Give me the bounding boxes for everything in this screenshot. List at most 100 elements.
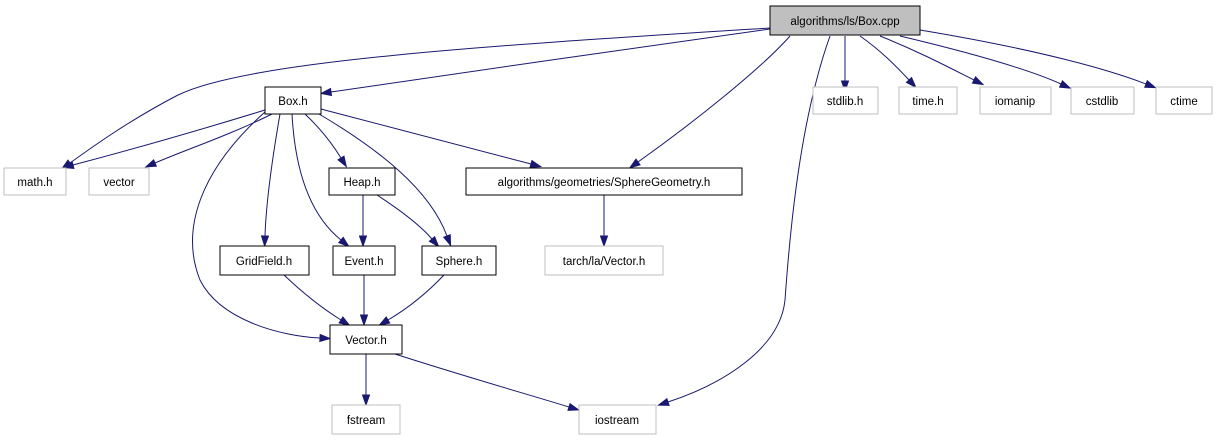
node-cstdlib[interactable]: cstdlib xyxy=(1070,86,1135,115)
edge-box-cpp-to-iomanip xyxy=(879,35,985,86)
edge-arrowhead xyxy=(378,316,391,326)
edge-arrowhead xyxy=(567,402,581,411)
edge-sphere-geometry-h-to-tarch-vector-h xyxy=(599,195,609,248)
edge-event-h-to-vector-h xyxy=(359,275,369,327)
node-stdlib-h-label: stdlib.h xyxy=(827,96,863,108)
edge-box-h-to-heap-h xyxy=(304,113,348,168)
node-fstream-label: fstream xyxy=(347,415,385,427)
edge-box-cpp-to-stdlib-h xyxy=(840,36,850,93)
node-box-cpp[interactable]: algorithms/ls/Box.cpp xyxy=(769,5,921,36)
node-sphere-geometry-h-label: algorithms/geometries/SphereGeometry.h xyxy=(498,177,711,189)
node-sphere-h[interactable]: Sphere.h xyxy=(421,245,497,276)
edge-arrowhead xyxy=(529,159,543,168)
edge-box-h-to-sphere-geometry-h xyxy=(320,108,543,168)
edge-line xyxy=(283,274,342,321)
edge-box-h-to-sphere-h xyxy=(318,113,452,247)
node-tarch-la-vector-h-label: tarch/la/Vector.h xyxy=(563,256,645,268)
edge-box-h-to-math-h xyxy=(61,109,266,169)
edge-line xyxy=(304,113,342,159)
edge-arrowhead xyxy=(359,314,369,327)
node-vector-label: vector xyxy=(103,177,134,189)
edge-vector-h-to-iostream xyxy=(394,353,581,411)
edge-box-cpp-to-ctime xyxy=(919,29,1157,89)
edge-line xyxy=(879,35,975,81)
edge-arrowhead xyxy=(442,234,452,247)
edge-line xyxy=(291,113,342,241)
edge-box-h-to-event-h xyxy=(291,113,350,248)
edge-line xyxy=(667,35,831,403)
node-box-h[interactable]: Box.h xyxy=(264,86,322,115)
node-iostream-label: iostream xyxy=(595,415,639,427)
node-vector-h-label: Vector.h xyxy=(345,335,387,347)
node-cstdlib-label: cstdlib xyxy=(1086,96,1119,108)
edge-arrowhead xyxy=(599,235,609,248)
edge-arrowhead xyxy=(1144,79,1157,89)
node-box-cpp-label: algorithms/ls/Box.cpp xyxy=(790,16,899,28)
edge-arrowhead xyxy=(358,235,368,248)
node-vector[interactable]: vector xyxy=(88,167,150,196)
nodes-layer: algorithms/ls/Box.cpp Box.h math.h vecto… xyxy=(3,5,1213,435)
node-event-h-label: Event.h xyxy=(345,256,384,268)
node-time-h[interactable]: time.h xyxy=(898,86,958,115)
node-iostream[interactable]: iostream xyxy=(578,404,657,435)
edge-line xyxy=(318,113,448,237)
edge-arrowhead xyxy=(337,155,348,168)
edge-arrowhead xyxy=(260,235,270,248)
edge-arrowhead xyxy=(840,80,850,93)
edge-line xyxy=(387,274,445,321)
node-tarch-la-vector-h[interactable]: tarch/la/Vector.h xyxy=(544,245,664,276)
edge-arrowhead xyxy=(144,158,158,168)
edge-line xyxy=(376,194,433,240)
node-stdlib-h[interactable]: stdlib.h xyxy=(812,86,879,115)
node-heap-h-label: Heap.h xyxy=(343,177,380,189)
edge-arrowhead xyxy=(428,235,440,248)
edge-line xyxy=(69,27,771,164)
edge-arrowhead xyxy=(319,333,332,343)
edge-box-h-to-vector xyxy=(144,113,273,168)
node-iomanip-label: iomanip xyxy=(995,96,1035,108)
edge-box-cpp-to-box-h xyxy=(319,28,771,97)
edge-arrowhead xyxy=(1058,79,1072,89)
node-ctime-label: ctime xyxy=(1170,96,1197,108)
edge-line xyxy=(264,113,281,237)
node-event-h[interactable]: Event.h xyxy=(332,245,396,276)
node-gridfield-h-label: GridField.h xyxy=(236,256,292,268)
node-heap-h[interactable]: Heap.h xyxy=(328,167,396,196)
edge-line xyxy=(919,29,1147,85)
edge-arrowhead xyxy=(628,158,641,169)
edge-arrowhead xyxy=(337,236,350,248)
edge-heap-h-to-sphere-h xyxy=(376,194,440,248)
edge-box-cpp-to-time-h xyxy=(859,35,917,89)
edge-line xyxy=(320,108,532,165)
edge-line xyxy=(154,113,273,164)
edge-box-h-to-vector-h xyxy=(192,111,332,343)
edge-gridfield-h-to-vector-h xyxy=(283,274,351,327)
node-math-h[interactable]: math.h xyxy=(3,167,67,196)
edge-arrowhead xyxy=(361,394,371,407)
node-box-h-label: Box.h xyxy=(278,96,307,108)
edge-arrowhead xyxy=(971,76,985,86)
edge-box-h-to-gridfield-h xyxy=(260,113,281,248)
edge-line xyxy=(192,111,321,339)
node-vector-h[interactable]: Vector.h xyxy=(329,324,403,355)
edge-sphere-h-to-vector-h xyxy=(378,274,445,326)
node-fstream[interactable]: fstream xyxy=(331,404,401,435)
edge-box-cpp-to-cstdlib xyxy=(899,35,1072,89)
node-gridfield-h[interactable]: GridField.h xyxy=(219,245,310,276)
node-time-h-label: time.h xyxy=(912,96,943,108)
node-iomanip[interactable]: iomanip xyxy=(979,86,1052,115)
edge-heap-h-to-event-h xyxy=(358,195,368,248)
edge-line xyxy=(394,353,570,408)
edges-layer xyxy=(60,27,1157,411)
edge-line xyxy=(72,109,266,166)
node-math-h-label: math.h xyxy=(17,177,52,189)
edge-vector-h-to-fstream xyxy=(361,354,371,407)
node-ctime[interactable]: ctime xyxy=(1155,86,1213,115)
edge-arrowhead xyxy=(319,87,333,97)
edge-arrowhead xyxy=(61,160,75,169)
edge-line xyxy=(330,28,771,93)
edge-box-cpp-to-iostream xyxy=(657,35,831,406)
edge-box-cpp-to-sphere-geometry-h xyxy=(628,35,791,169)
node-sphere-geometry-h[interactable]: algorithms/geometries/SphereGeometry.h xyxy=(465,167,743,196)
